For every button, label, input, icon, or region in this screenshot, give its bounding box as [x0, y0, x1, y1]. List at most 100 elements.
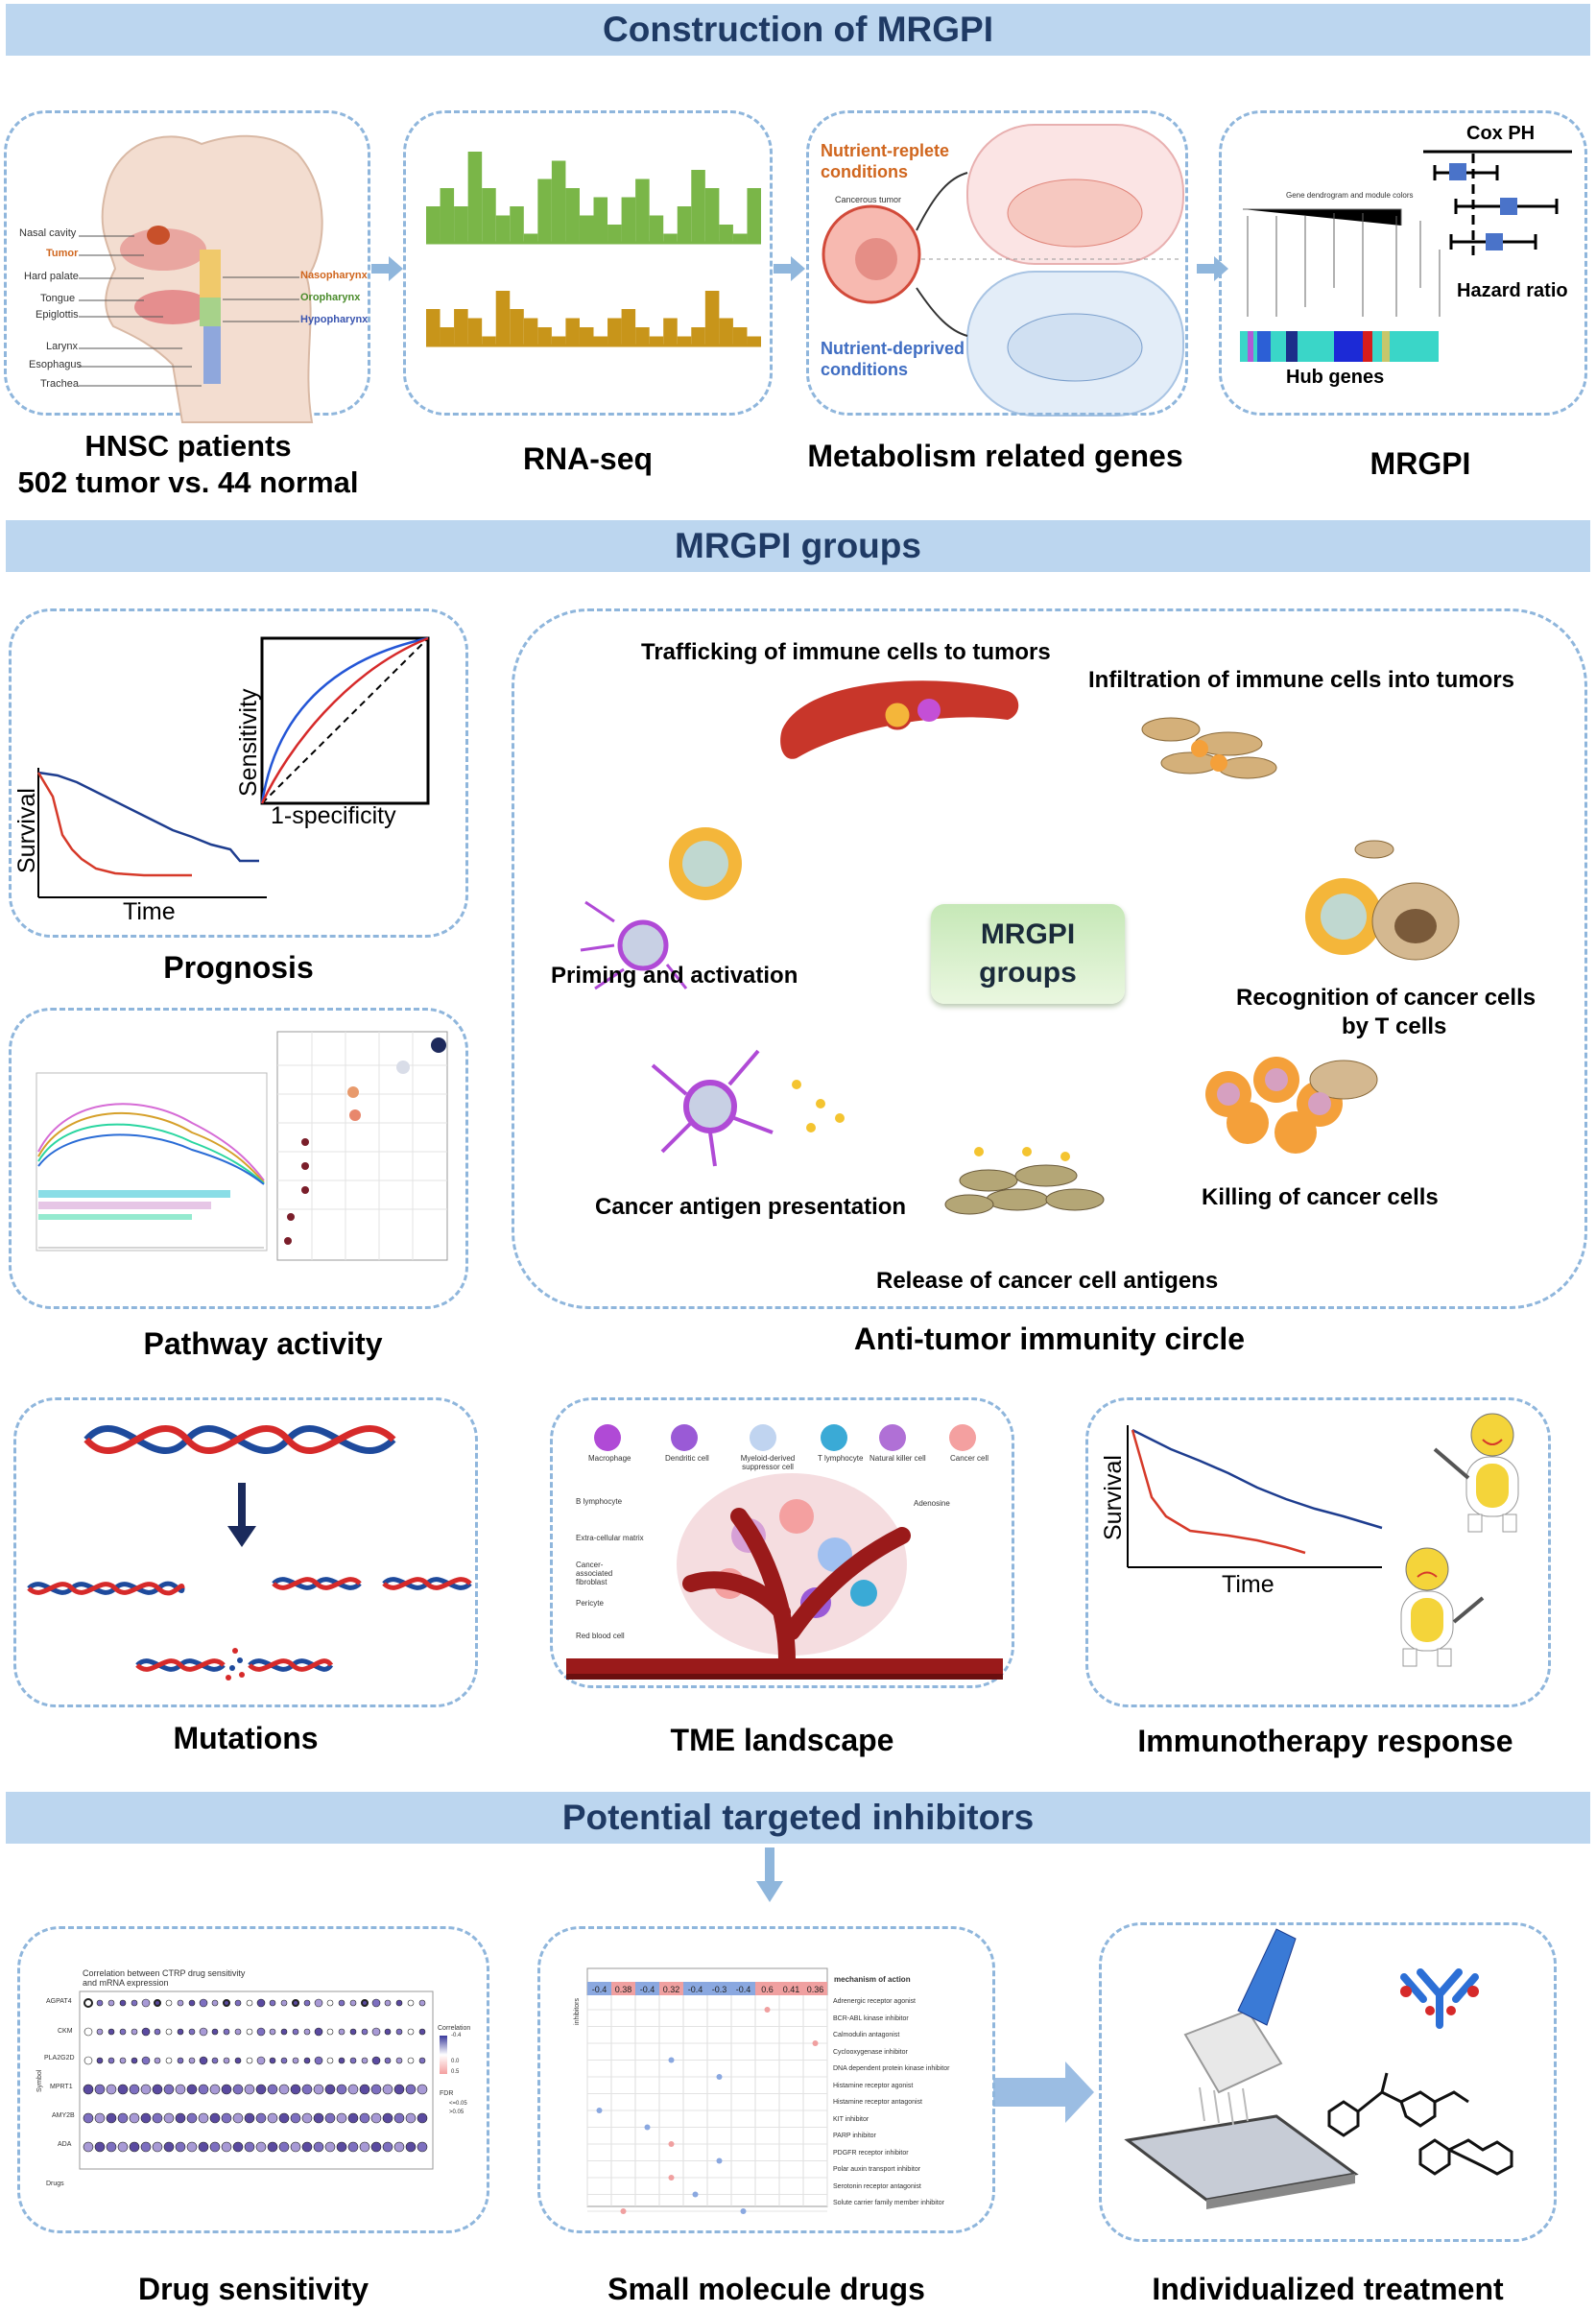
pathway-caption: Pathway activity	[143, 1326, 383, 1361]
rnaseq-top-bar-16	[649, 215, 664, 243]
banner-construction: Construction of MRGPI	[6, 4, 1590, 56]
rnaseq-panel	[403, 110, 773, 416]
drug-dot	[119, 2028, 127, 2036]
mutations-caption: Mutations	[173, 1721, 319, 1755]
small-mark	[596, 2108, 603, 2113]
label-killing: Killing of cancer cells	[1202, 1184, 1439, 1210]
tme-cell-mdsc: Myeloid-derived suppressor cell	[740, 1454, 796, 1471]
drug-dot	[165, 2057, 173, 2064]
metabolism-panel	[806, 110, 1188, 416]
drug-dot	[94, 2084, 106, 2095]
drug-dot	[141, 1998, 151, 2008]
rnaseq-bottom-bar-15	[635, 327, 650, 346]
label-epiglottis: Epiglottis	[36, 309, 79, 321]
rnaseq-top-bar-10	[565, 188, 580, 243]
drug-dot	[338, 2057, 345, 2064]
drug-dot	[96, 1999, 104, 2007]
rnaseq-top-bar-7	[523, 233, 538, 243]
small-mechanism-item: Histamine receptor agonist	[833, 2082, 914, 2089]
drug-dot	[267, 2141, 278, 2153]
drug-dot	[314, 2027, 323, 2037]
drug-dot	[186, 2112, 198, 2124]
drug-dot	[278, 2112, 290, 2124]
tme-label-pericyte: Pericyte	[576, 1599, 604, 1608]
immunity-panel	[512, 608, 1587, 1309]
small-score-label: 0.32	[663, 1985, 680, 1994]
drug-dot	[407, 2057, 415, 2064]
drug-dot	[175, 2112, 186, 2124]
drug-dot	[175, 2141, 186, 2153]
drug-dot	[303, 1999, 311, 2007]
rnaseq-bottom-bar-1	[440, 327, 455, 346]
rnaseq-bottom-bar-17	[663, 318, 678, 346]
prognosis-panel	[9, 608, 468, 938]
drug-dot	[292, 2028, 299, 2036]
drug-dot	[301, 2141, 313, 2153]
drug-legend-fdr-0: <=0.05	[449, 2101, 467, 2107]
drug-dot	[371, 1998, 381, 2008]
small-mechanism-item: Adrenergic receptor agonist	[833, 1998, 916, 2005]
drug-sensitivity-caption: Drug sensitivity	[137, 2272, 369, 2306]
drug-dot	[188, 2028, 196, 2036]
rnaseq-top-bar-4	[482, 188, 496, 243]
drug-dot	[395, 2028, 403, 2036]
drug-legend-tick-0: -0.4	[451, 2033, 462, 2038]
drug-dot	[280, 2028, 288, 2036]
drug-dot	[140, 2112, 152, 2124]
drug-dot	[232, 2141, 244, 2153]
small-mechanism-item: Cyclooxygenase inhibitor	[833, 2048, 908, 2056]
small-mark	[764, 2007, 771, 2013]
metabolism-caption: Metabolism related genes	[807, 439, 1183, 473]
drug-dot	[382, 2141, 393, 2153]
drug-dot	[255, 2141, 267, 2153]
drug-dot	[152, 2112, 163, 2124]
pathway-panel	[9, 1008, 468, 1309]
drug-dot	[359, 2141, 370, 2153]
rnaseq-top-bars	[426, 152, 761, 243]
drug-dot	[301, 2112, 313, 2124]
small-score-label: 0.38	[615, 1985, 632, 1994]
drug-dot	[165, 2028, 173, 2036]
drug-dot	[349, 2028, 357, 2036]
drug-dot	[119, 2057, 127, 2064]
rnaseq-top-bar-15	[635, 179, 650, 243]
hnsc-caption-line1: HNSC patients	[84, 429, 292, 463]
label-larynx: Larynx	[46, 341, 79, 352]
drug-dot	[347, 2112, 359, 2124]
drug-dot	[303, 2057, 311, 2064]
drug-dot	[314, 2056, 323, 2065]
drug-dot	[96, 2028, 104, 2036]
mrgpi-panel	[1219, 110, 1587, 416]
rnaseq-bottom-bar-10	[565, 318, 580, 346]
small-mechanism-item: KIT inhibitor	[833, 2115, 869, 2123]
drug-dot	[338, 2028, 345, 2036]
drug-dot	[234, 2057, 242, 2064]
drug-dot	[290, 2084, 301, 2095]
drug-dot	[152, 2084, 163, 2095]
drug-dot	[267, 2084, 278, 2095]
rnaseq-bottom-bar-2	[454, 309, 468, 346]
rnaseq-bottom-bar-18	[677, 336, 692, 346]
banner-inhibitors: Potential targeted inhibitors	[6, 1792, 1590, 1844]
drug-dot	[382, 2084, 393, 2095]
drug-dot	[221, 2141, 232, 2153]
drug-dot	[417, 2112, 428, 2124]
small-score-cell	[659, 1982, 683, 1995]
label-infiltration: Infiltration of immune cells into tumors	[1088, 667, 1515, 693]
drug-dot	[177, 1999, 184, 2007]
rnaseq-bottom-bar-19	[691, 327, 705, 346]
drug-dot	[324, 2112, 336, 2124]
drug-legend-corr: Correlation	[438, 2025, 471, 2032]
drug-dot	[223, 1999, 230, 2007]
label-oropharynx: Oropharynx	[300, 292, 361, 303]
tme-cell-nk: Natural killer cell	[869, 1454, 926, 1463]
drug-dot	[393, 2112, 405, 2124]
small-score-label: 0.6	[761, 1985, 774, 1994]
drug-dot	[211, 2028, 219, 2036]
drug-dot	[338, 1999, 345, 2007]
drug-dot	[256, 2056, 266, 2065]
